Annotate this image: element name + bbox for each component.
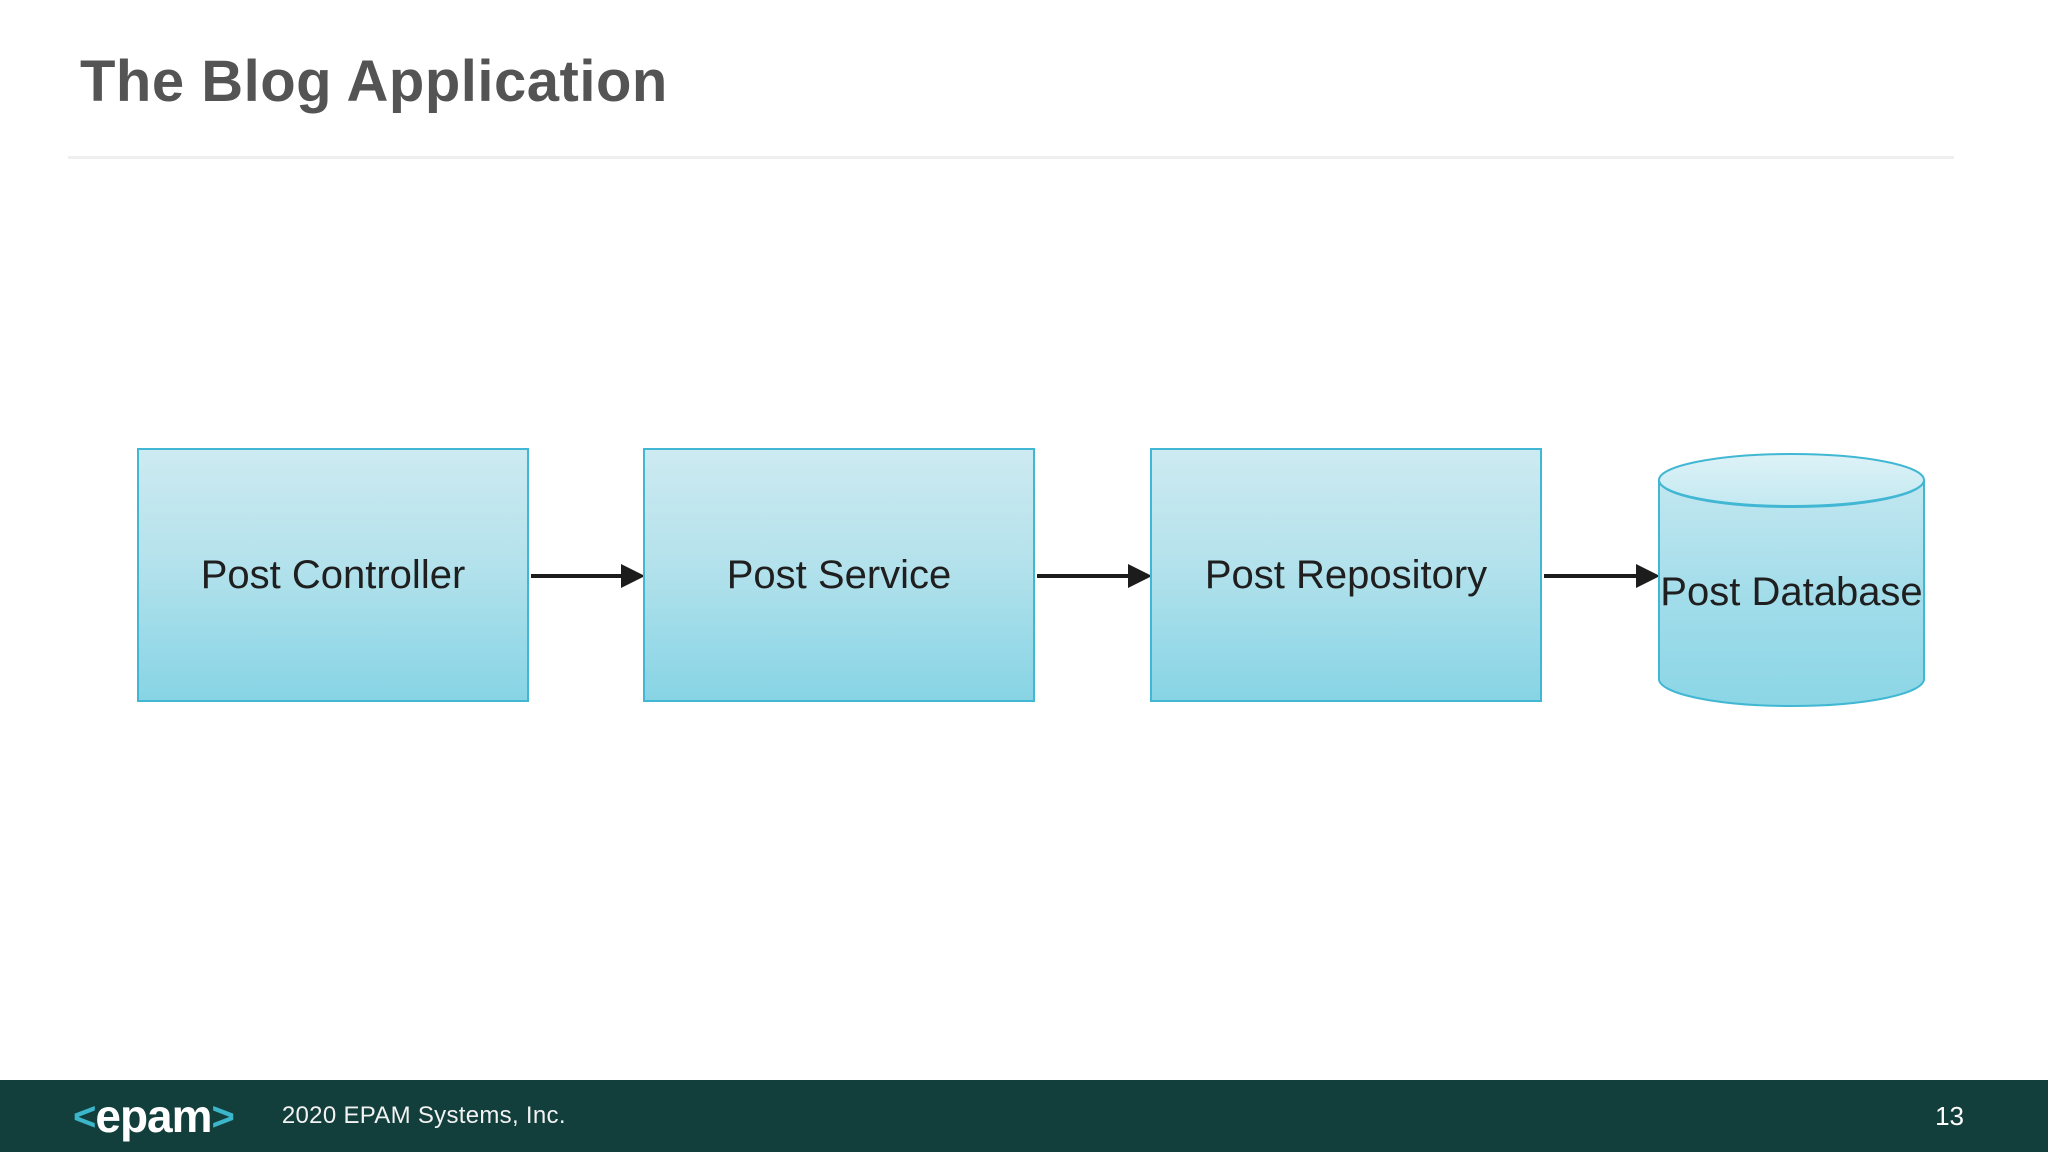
node-post-database: Post Database <box>1658 452 1925 708</box>
node-label: Post Database <box>1660 570 1923 614</box>
database-cylinder-icon <box>1658 453 1925 707</box>
epam-logo: <epam> <box>73 1090 235 1142</box>
node-label: Post Service <box>726 552 952 597</box>
page-number: 13 <box>1935 1100 1964 1131</box>
logo-left-bracket-icon: < <box>73 1095 96 1139</box>
arrow-head-icon <box>1128 564 1152 588</box>
logo-text: epam <box>95 1090 212 1142</box>
arrow-line <box>1037 574 1134 578</box>
node-label: Post Repository <box>1204 552 1488 597</box>
node-post-service: Post Service <box>643 448 1035 702</box>
arrow-line <box>1544 574 1642 578</box>
arrow-line <box>531 574 627 578</box>
arrow-head-icon <box>1636 564 1660 588</box>
copyright-text: 2020 EPAM Systems, Inc. <box>281 1102 566 1129</box>
arrow-head-icon <box>621 564 645 588</box>
node-post-controller: Post Controller <box>137 448 529 702</box>
logo-right-bracket-icon: > <box>211 1095 235 1139</box>
node-post-repository: Post Repository <box>1150 448 1542 702</box>
footer: <epam> 2020 EPAM Systems, Inc. 13 <box>0 1080 2048 1152</box>
node-label: Post Controller <box>200 552 466 597</box>
page-title: The Blog Application <box>80 49 668 114</box>
title-separator <box>68 156 1954 159</box>
